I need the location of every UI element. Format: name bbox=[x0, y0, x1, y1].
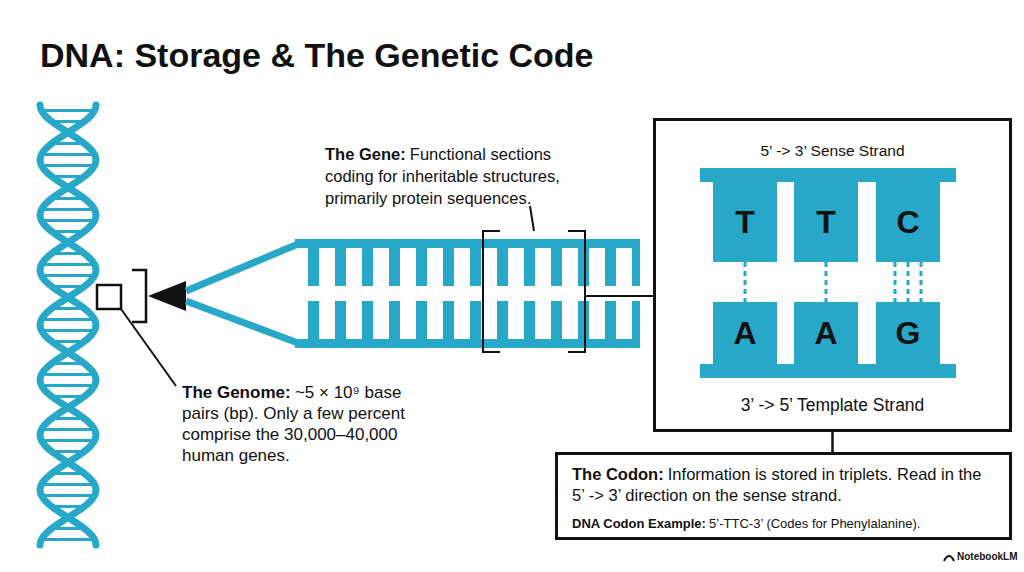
connector-line bbox=[831, 432, 834, 452]
codon-paragraph: DNA Codon Example:5’-TTC-3’ (Codes for P… bbox=[572, 515, 987, 532]
base-letter: G bbox=[896, 315, 921, 352]
leader-line bbox=[530, 206, 534, 231]
dna-rail bbox=[295, 339, 640, 348]
base-letter: C bbox=[896, 204, 919, 241]
leader-line bbox=[121, 309, 176, 386]
callout-heading: The Genome: bbox=[182, 383, 291, 402]
callout-heading: The Gene: bbox=[325, 145, 406, 163]
gene-bracket bbox=[568, 231, 585, 352]
hydrogen-bond bbox=[894, 262, 897, 302]
gene-bracket bbox=[483, 231, 500, 352]
base-square: G bbox=[876, 302, 940, 364]
helix-rungs bbox=[38, 105, 100, 545]
zoom-square bbox=[97, 285, 121, 309]
zoom-line bbox=[585, 295, 653, 297]
letter-holder: T bbox=[794, 182, 858, 262]
example-text: 5’-TTC-3’ (Codes for Phenylalanine). bbox=[709, 516, 920, 531]
letter-holder: T bbox=[713, 182, 777, 262]
base-square: T bbox=[713, 182, 777, 262]
codon-heading: The Codon: bbox=[572, 465, 664, 483]
strand-label: 5’ -> 3’ Sense Strand bbox=[760, 142, 904, 159]
hydrogen-bond bbox=[744, 262, 747, 302]
strand-label-row: 3’ -> 5’ Template Strand bbox=[656, 395, 1009, 416]
dna-rungs bbox=[300, 248, 640, 286]
template-backbone bbox=[700, 364, 956, 378]
strand-label: 3’ -> 5’ Template Strand bbox=[741, 395, 925, 415]
strand-label-row: 5’ -> 3’ Sense Strand bbox=[656, 142, 1009, 160]
watermark-text: NotebookLM bbox=[957, 551, 1018, 562]
codon-box: The Codon:Information is stored in tripl… bbox=[555, 452, 1012, 540]
base-letter: T bbox=[816, 204, 836, 241]
base-letter: A bbox=[814, 315, 837, 352]
base-square: C bbox=[876, 182, 940, 262]
dna-rungs bbox=[300, 301, 640, 339]
gene-callout: The Gene:Functional sections coding for … bbox=[325, 143, 600, 209]
zoom-funnel bbox=[186, 244, 298, 291]
base-square: T bbox=[794, 182, 858, 262]
example-heading: DNA Codon Example: bbox=[572, 516, 706, 531]
hydrogen-bond bbox=[825, 262, 828, 302]
watermark: NotebookLM bbox=[957, 551, 1018, 562]
base-letter: A bbox=[733, 315, 756, 352]
base-square: A bbox=[794, 302, 858, 364]
letter-holder: C bbox=[876, 182, 940, 262]
diagram-title: DNA: Storage & The Genetic Code bbox=[40, 38, 594, 72]
hydrogen-bond bbox=[920, 262, 923, 302]
strand-box: 5’ -> 3’ Sense Strand 3’ -> 5’ Template S… bbox=[653, 118, 1012, 432]
zoom-pointer bbox=[148, 281, 186, 311]
watermark-icon bbox=[944, 556, 954, 561]
zoom-bracket bbox=[132, 270, 146, 322]
hydrogen-bond bbox=[907, 262, 910, 302]
helix-strand bbox=[40, 105, 96, 545]
codon-paragraph: The Codon:Information is stored in tripl… bbox=[572, 464, 987, 506]
zoom-funnel bbox=[186, 301, 298, 343]
base-letter: T bbox=[735, 204, 755, 241]
letter-holder: G bbox=[876, 302, 940, 364]
sense-backbone bbox=[700, 168, 956, 182]
base-square: A bbox=[713, 302, 777, 364]
letter-holder: A bbox=[794, 302, 858, 364]
helix-strand bbox=[40, 105, 96, 545]
dna-rail bbox=[295, 239, 640, 248]
letter-holder: A bbox=[713, 302, 777, 364]
genome-callout: The Genome:~5 × 10⁹ base pairs (bp). Onl… bbox=[182, 382, 414, 466]
